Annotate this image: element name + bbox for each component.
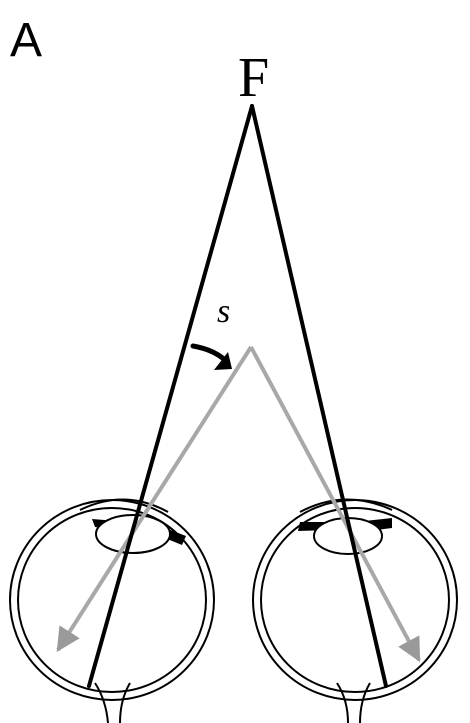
panel-label: A [10, 14, 42, 67]
stimulus-rays [58, 347, 419, 660]
fixation-lines [89, 106, 386, 686]
stimulus-label: s [217, 293, 230, 330]
fixation-point-label: F [238, 47, 269, 109]
stimulus-pointer-arrow [193, 346, 232, 370]
right-eyeball [253, 499, 457, 723]
